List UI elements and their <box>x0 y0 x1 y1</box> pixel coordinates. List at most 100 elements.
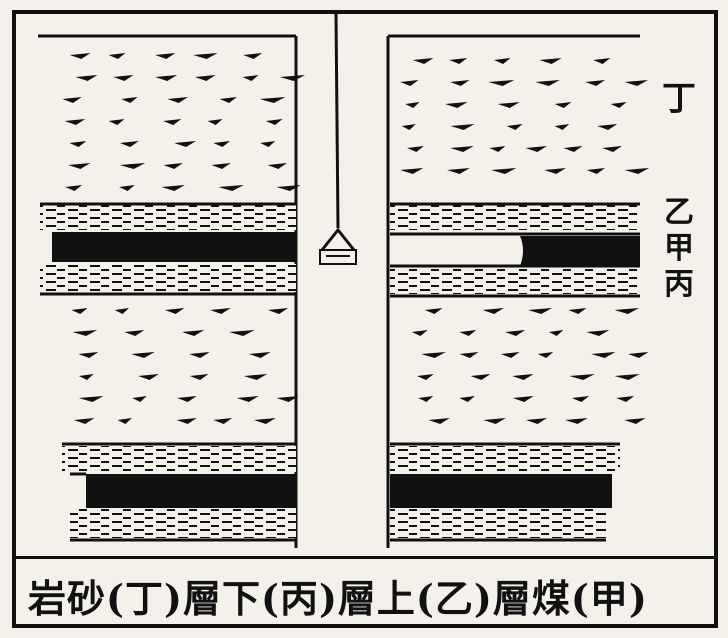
sandstone-mark <box>511 374 534 380</box>
sandstone-mark <box>117 418 132 424</box>
sandstone-mark <box>74 418 95 424</box>
sandstone-mark <box>219 97 237 103</box>
sandstone-mark <box>177 396 197 402</box>
sandstone-mark <box>526 418 548 424</box>
sandstone-mark <box>213 141 231 147</box>
sandstone-mark <box>211 163 231 169</box>
sandstone-mark <box>563 146 583 152</box>
sandstone-mark <box>276 396 299 402</box>
sandstone-mark <box>412 58 434 64</box>
sandstone-mark <box>539 58 562 64</box>
sandstone-mark <box>450 80 470 86</box>
sandstone-mark <box>167 97 189 103</box>
label-lower-layer-bing: 丙 <box>664 267 694 302</box>
sandstone-mark <box>155 75 178 81</box>
sandstone-mark <box>182 330 205 336</box>
sandstone-mark <box>78 396 104 402</box>
sandstone-mark <box>459 330 477 336</box>
sandstone-mark <box>218 185 244 191</box>
sandstone-mark <box>565 418 588 424</box>
label-coal-seam-jia: 甲 <box>664 231 694 266</box>
mine-shaft-hoist <box>319 13 357 265</box>
sandstone-mark <box>400 80 419 86</box>
sandstone-mark <box>108 119 125 125</box>
sandstone-mark <box>213 418 233 424</box>
sandstone-mark <box>78 352 99 358</box>
sandstone-mark <box>483 418 506 424</box>
sandstone-mark <box>114 308 130 314</box>
lower-seam-left <box>62 442 296 542</box>
sandstone-mark <box>428 418 450 424</box>
diagram-frame <box>12 10 718 628</box>
sandstone-mark <box>459 352 479 358</box>
sandstone-mark <box>267 163 287 169</box>
sandstone-mark <box>236 396 259 402</box>
sandstone-mark <box>627 352 649 358</box>
sandstone-mark <box>554 124 570 130</box>
sandstone-mark <box>593 58 611 64</box>
sandstone-mark <box>401 124 416 130</box>
sandstone-mark <box>447 168 470 174</box>
sandstone-mark <box>568 308 587 314</box>
sandstone-mark <box>586 168 606 174</box>
sandstone-mark <box>616 396 635 402</box>
sandstone-mark <box>108 53 126 59</box>
sandstone-mark <box>165 308 185 314</box>
sandstone-mark <box>69 141 87 147</box>
sandstone-mark <box>506 124 523 130</box>
sandstone-mark <box>69 53 91 59</box>
sandstone-mark <box>163 163 183 169</box>
sandstone-mark <box>65 185 83 191</box>
upper-seam-left <box>40 202 296 296</box>
sandstone-mark <box>72 330 98 336</box>
sandstone-mark <box>424 308 443 314</box>
sandstone-mark <box>243 374 268 380</box>
sandstone-mark <box>163 119 182 125</box>
sandstone-mark <box>132 396 147 402</box>
sandstone-mark <box>260 141 276 147</box>
sandstone-mark <box>276 185 301 191</box>
caption-divider <box>12 556 718 559</box>
sandstone-mark <box>528 308 553 314</box>
sandstone-mark <box>624 80 648 86</box>
sandstone-mark <box>489 146 506 152</box>
sandstone-mark <box>119 163 146 169</box>
sandstone-mark <box>279 75 306 81</box>
sandstone-mark <box>267 308 289 314</box>
sandstone-mark <box>176 418 197 424</box>
sandstone-mark <box>62 97 82 103</box>
sandstone-mark <box>411 330 428 336</box>
label-upper-layer-yi: 乙 <box>664 195 694 230</box>
sandstone-mark <box>418 396 434 402</box>
sandstone-mark <box>68 163 91 169</box>
sandstone-mark <box>602 146 622 152</box>
sandstone-mark <box>544 168 566 174</box>
sandstone-mark <box>614 308 640 314</box>
sandstone-mark <box>174 141 196 147</box>
sandstone-mark <box>75 75 98 81</box>
sandstone-mark <box>624 168 650 174</box>
lower-seam-right <box>390 442 620 542</box>
sandstone-mark <box>71 308 88 314</box>
sandstone-mark <box>131 352 155 358</box>
sandstone-mark <box>138 374 159 380</box>
sandstone-mark <box>265 119 283 125</box>
sandstone-mark <box>207 119 223 125</box>
sandstone-mark <box>491 168 517 174</box>
sandstone-mark <box>500 352 520 358</box>
sandstone-mark <box>591 352 616 358</box>
sandstone-mark <box>482 308 504 314</box>
sandstone-mark <box>586 330 610 336</box>
sandstone-mark <box>525 146 548 152</box>
sandstone-mark <box>405 102 420 108</box>
sandstone-mark <box>488 80 515 86</box>
sandstone-mark <box>493 58 511 64</box>
sandstone-mark <box>189 352 210 358</box>
sandstone-mark <box>193 53 218 59</box>
sandstone-mark <box>554 102 572 108</box>
sandstone-mark <box>497 102 520 108</box>
sandstone-mark <box>121 97 138 103</box>
sandstone-mark <box>194 75 216 81</box>
sandstone-mark <box>569 374 595 380</box>
